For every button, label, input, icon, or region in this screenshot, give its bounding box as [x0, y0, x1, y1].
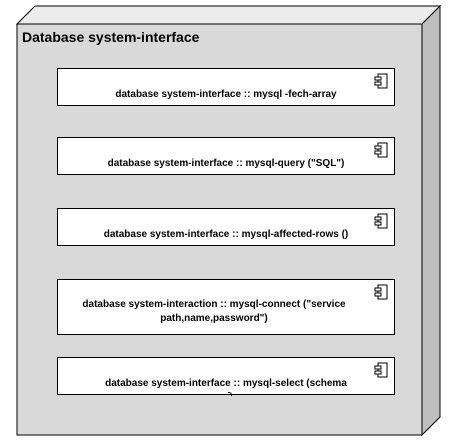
component-fetch-array[interactable]: database system-interface :: mysql -fech… [57, 68, 395, 106]
component-label: database system-interaction :: mysql-con… [82, 299, 346, 324]
component-label: database system-interface :: mysql-query… [107, 158, 345, 169]
uml-component-icon [374, 362, 388, 378]
component-affected-rows[interactable]: database system-interface :: mysql-affec… [57, 208, 395, 246]
component-label: database system-interface :: mysql-affec… [103, 229, 349, 240]
node-side-face [421, 4, 441, 437]
component-query[interactable]: database system-interface :: mysql-query… [57, 137, 395, 175]
uml-component-icon [374, 213, 388, 229]
uml-component-icon [374, 284, 388, 300]
component-label: database system-interface :: mysql-selec… [105, 378, 347, 389]
uml-component-icon [374, 73, 388, 89]
node-title: Database system-interface [22, 29, 200, 45]
component-select[interactable]: database system-interface :: mysql-selec… [57, 357, 395, 396]
component-label: database system-interface :: mysql -fech… [115, 89, 337, 100]
clipped-text-mark [228, 392, 232, 396]
node-top-face [15, 5, 442, 25]
component-connect[interactable]: database system-interaction :: mysql-con… [57, 279, 395, 335]
uml-component-icon [374, 142, 388, 158]
